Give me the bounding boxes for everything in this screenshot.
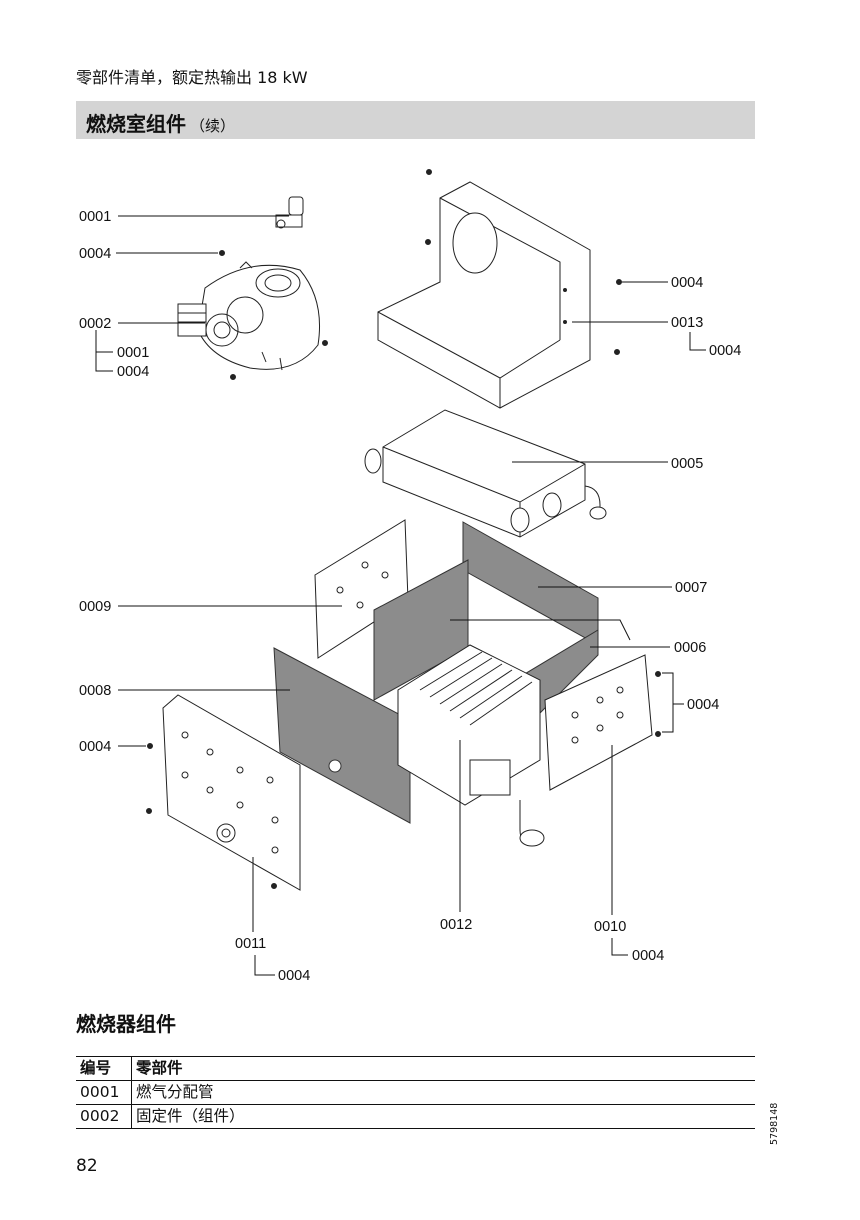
fitting-part bbox=[275, 196, 304, 229]
row-part: 燃气分配管 bbox=[131, 1080, 755, 1105]
section-title: 燃烧室组件（续） bbox=[86, 112, 236, 136]
callout-0012: 0012 bbox=[440, 917, 472, 933]
front-side-plate-part bbox=[544, 654, 653, 791]
page-number: 82 bbox=[76, 1156, 98, 1176]
callout-0004-h: 0004 bbox=[278, 968, 310, 984]
callout-0001-a: 0001 bbox=[79, 209, 111, 225]
document-code: 5798148 bbox=[769, 1102, 780, 1145]
heat-exchanger-part bbox=[364, 409, 607, 538]
callout-0011: 0011 bbox=[235, 936, 266, 952]
front-cover-part bbox=[162, 694, 301, 891]
row-number: 0001 bbox=[76, 1080, 132, 1105]
row-part: 固定件（组件） bbox=[131, 1104, 755, 1129]
table-row: 0001 燃气分配管 bbox=[76, 1080, 755, 1105]
callout-0001-b: 0001 bbox=[117, 345, 149, 361]
exploded-view-drawing: 0001 0004 0002 0001 0004 0004 0013 0004 … bbox=[79, 169, 741, 984]
callout-0004-a: 0004 bbox=[79, 246, 111, 262]
callout-0009: 0009 bbox=[79, 599, 111, 615]
header-line: 零部件清单，额定热输出 18 kW bbox=[76, 68, 308, 87]
callout-0004-g: 0004 bbox=[632, 948, 664, 964]
callout-0004-b: 0004 bbox=[117, 364, 149, 380]
header-number: 编号 bbox=[76, 1056, 132, 1081]
leader-lines bbox=[95, 215, 706, 976]
section-title-bar: 燃烧室组件（续） bbox=[76, 101, 755, 139]
header-part: 零部件 bbox=[131, 1056, 755, 1081]
callout-0005: 0005 bbox=[671, 456, 703, 472]
row-number: 0002 bbox=[76, 1104, 132, 1129]
burner-part bbox=[397, 644, 545, 847]
table-header-row: 编号 零部件 bbox=[76, 1056, 755, 1081]
section-subtitle: （续） bbox=[190, 117, 236, 135]
callout-labels: 0001 0004 0002 0001 0004 0004 0013 0004 … bbox=[79, 209, 741, 984]
callout-0004-e: 0004 bbox=[687, 697, 719, 713]
callout-0008: 0008 bbox=[79, 683, 111, 699]
screws bbox=[146, 169, 661, 889]
parts-table: 编号 零部件 0001 燃气分配管 0002 固定件（组件） bbox=[76, 1056, 755, 1129]
callout-0013: 0013 bbox=[671, 315, 703, 331]
callout-0004-c: 0004 bbox=[671, 275, 703, 291]
callout-0010: 0010 bbox=[594, 919, 626, 935]
burner-assembly-title: 燃烧器组件 bbox=[76, 1012, 176, 1036]
fan-assembly-part bbox=[177, 261, 321, 371]
table-row: 0002 固定件（组件） bbox=[76, 1104, 755, 1129]
housing-part bbox=[377, 181, 591, 409]
callout-0002: 0002 bbox=[79, 316, 111, 332]
callout-0004-f: 0004 bbox=[79, 739, 111, 755]
callout-0004-d: 0004 bbox=[709, 343, 741, 359]
callout-0007: 0007 bbox=[675, 580, 707, 596]
callout-0006: 0006 bbox=[674, 640, 706, 656]
